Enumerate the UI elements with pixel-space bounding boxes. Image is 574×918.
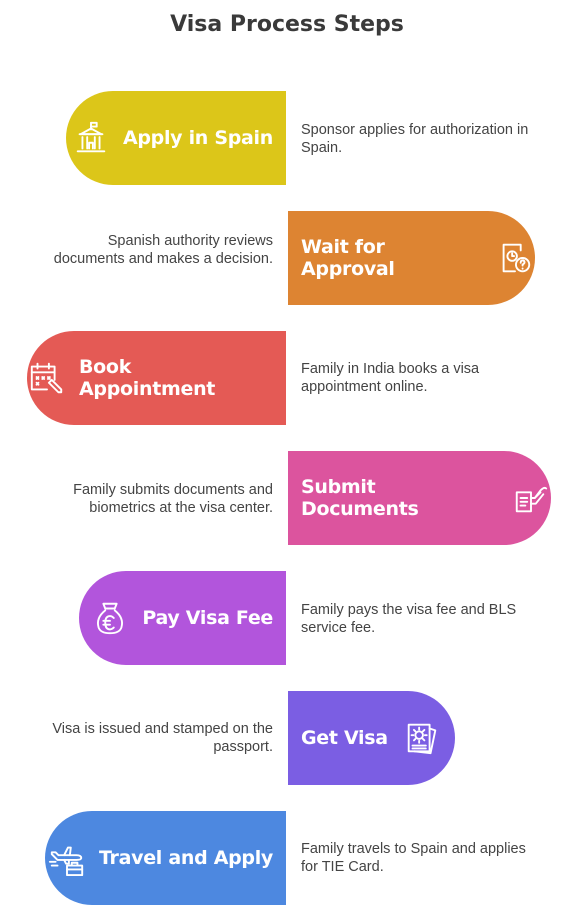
- airplane-luggage-icon: [47, 838, 87, 878]
- step-description: Family travels to Spain and applies for …: [301, 841, 526, 875]
- step-label: Book Appointment: [79, 356, 216, 400]
- step-get-visa: Get Visa: [288, 691, 455, 785]
- page-title: Visa Process Steps: [170, 12, 404, 37]
- step-label: Wait for Approval: [301, 236, 395, 280]
- hand-document-icon: [511, 478, 551, 518]
- step-description: Visa is issued and stamped on the passpo…: [52, 721, 273, 755]
- step-wait-for-approval: Wait for Approval: [288, 211, 535, 305]
- step-description: Spanish authority reviews documents and …: [53, 233, 273, 267]
- step-description: Family pays the visa fee and BLS service…: [301, 602, 517, 636]
- step-label: Pay Visa Fee: [142, 607, 273, 629]
- step-label: Submit Documents: [301, 476, 419, 520]
- passport-icon: [402, 718, 442, 758]
- step-apply-in-spain: Apply in Spain: [66, 91, 286, 185]
- step-submit-documents: Submit Documents: [288, 451, 551, 545]
- step-book-appointment: Book Appointment: [27, 331, 286, 425]
- step-label: Apply in Spain: [122, 127, 273, 149]
- step-travel-and-apply: Travel and Apply: [45, 811, 286, 905]
- document-clock-question-icon: [495, 238, 535, 278]
- euro-money-bag-icon: [90, 598, 130, 638]
- step-pay-visa-fee: Pay Visa Fee: [79, 571, 286, 665]
- step-description: Family submits documents and biometrics …: [73, 482, 273, 516]
- step-description: Family in India books a visa appointment…: [301, 361, 480, 395]
- government-building-icon: [71, 118, 111, 158]
- step-label: Travel and Apply: [98, 847, 273, 869]
- step-description: Sponsor applies for authorization in Spa…: [301, 122, 529, 156]
- calendar-edit-icon: [27, 358, 67, 398]
- step-label: Get Visa: [301, 727, 388, 749]
